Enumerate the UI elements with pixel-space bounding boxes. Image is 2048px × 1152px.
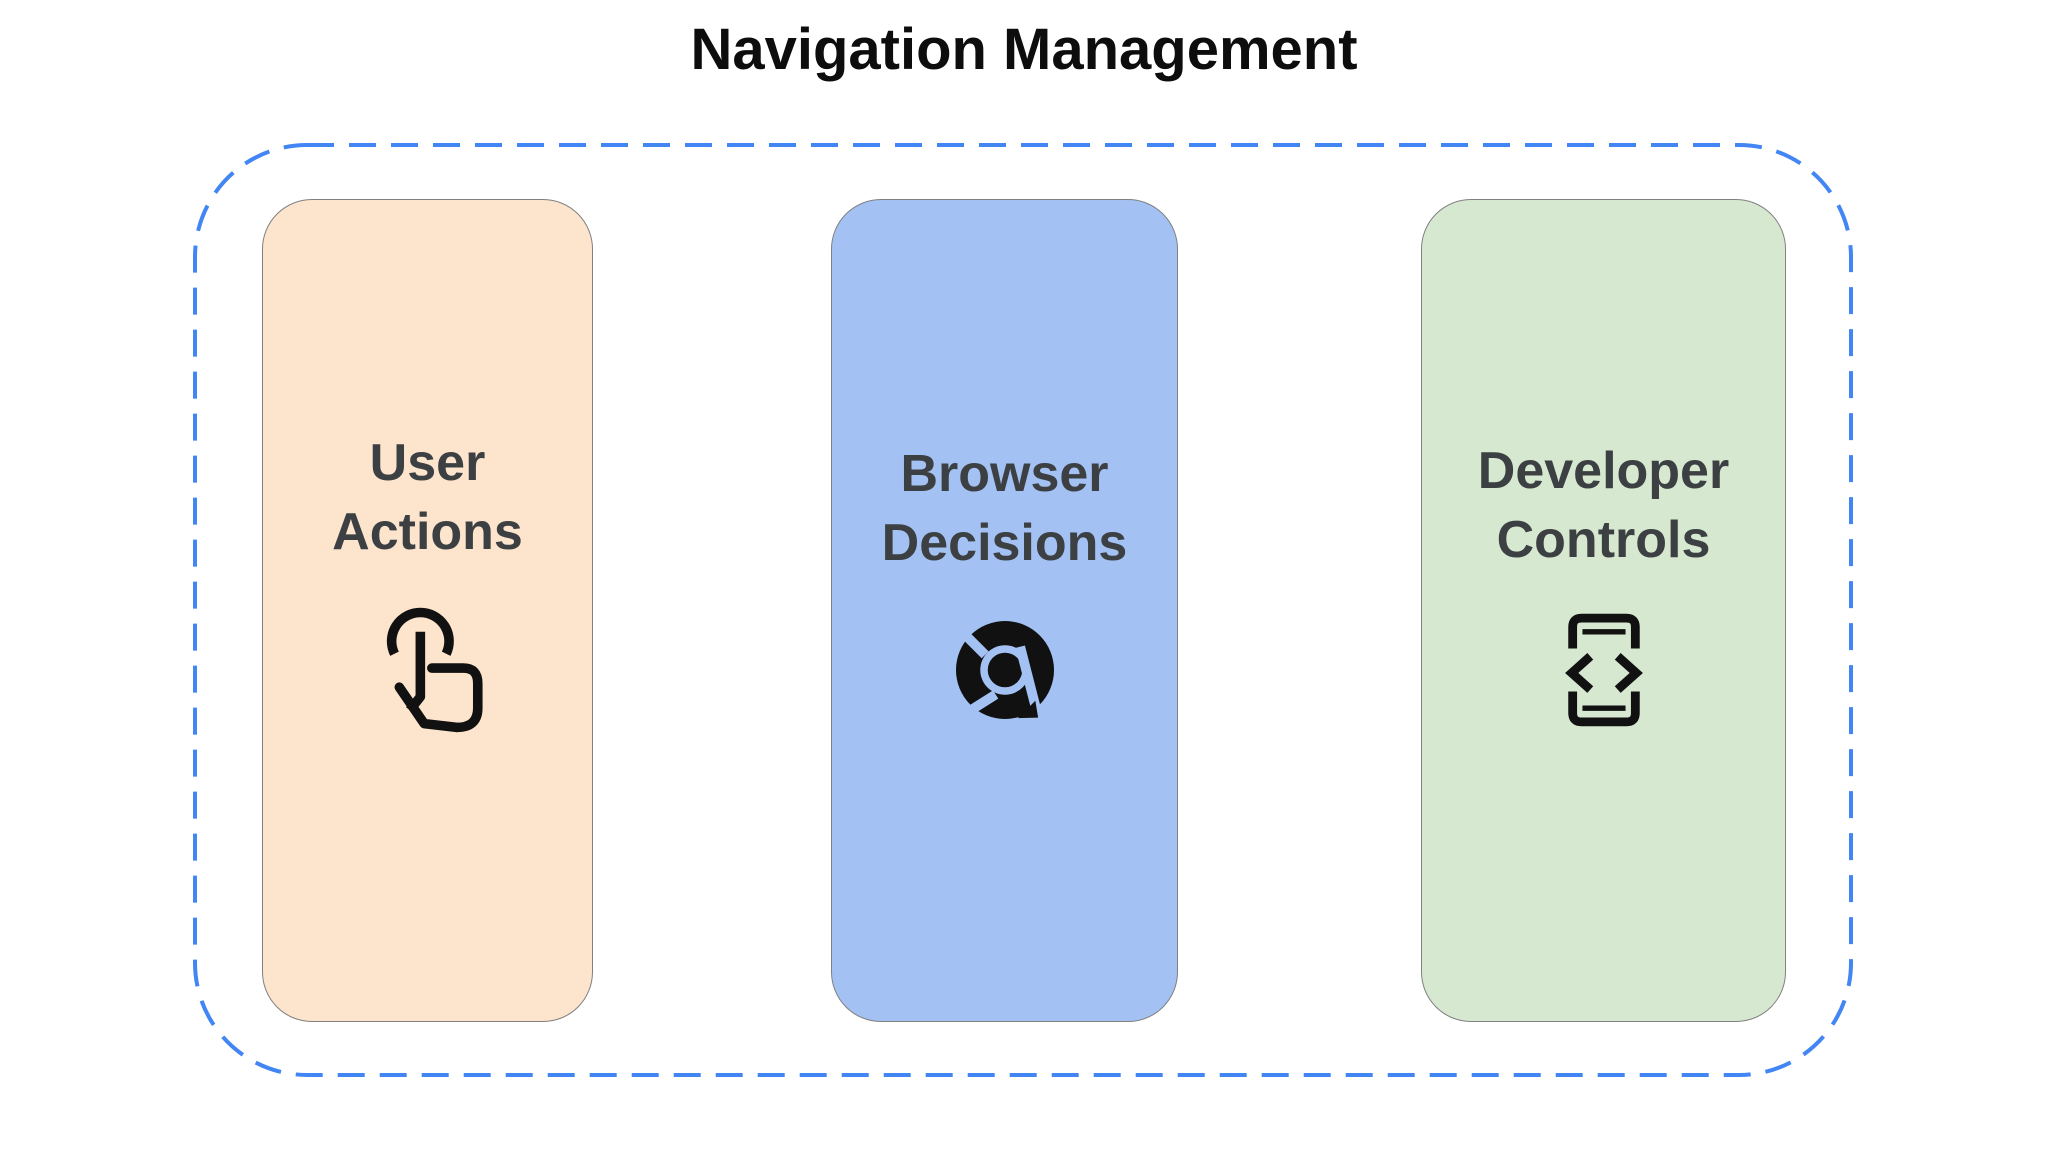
card-label: Browser Decisions: [881, 445, 1128, 572]
card-developer-controls: Developer Controls: [1421, 199, 1786, 1022]
card-label: User Actions: [332, 434, 523, 561]
dashed-boundary-outline: [193, 143, 1853, 1077]
card-label: Developer Controls: [1477, 442, 1730, 569]
page-title: Navigation Management: [690, 17, 1358, 82]
dashed-boundary: [193, 143, 1853, 1077]
card-user-actions: User Actions: [262, 199, 593, 1022]
touch-gesture-icon: [369, 603, 487, 737]
developer-mode-icon: [1557, 611, 1651, 729]
chrome-browser-icon: [949, 614, 1061, 726]
card-browser-decisions: Browser Decisions: [831, 199, 1178, 1022]
